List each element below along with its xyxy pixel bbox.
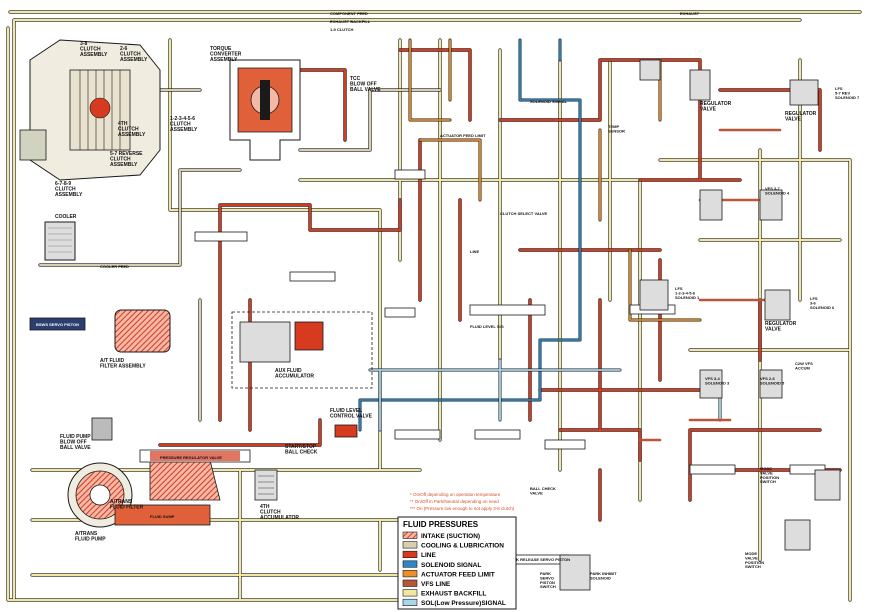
legend-swatch-vfs xyxy=(402,579,418,587)
label-solenoid-signal: SOLENOID SIGNAL xyxy=(530,99,568,104)
legend-swatch-exhaust xyxy=(402,589,418,597)
at-fluid-filter xyxy=(114,309,171,353)
footnotes: * On/Off depending on operation temperat… xyxy=(410,492,515,511)
fluid-level-control-valve xyxy=(334,424,358,438)
passage-labels: COMPONENT FEED EXHAUST BACKFILL EXHAUST … xyxy=(100,11,700,329)
components xyxy=(19,39,841,591)
legend-swatch-actuator xyxy=(402,570,418,578)
label-actuator-feed: ACTUATOR FEED LIMIT xyxy=(440,133,486,138)
valve-bodies xyxy=(194,169,826,565)
label-exhaust: EXHAUST xyxy=(680,11,700,16)
pump-blow-off-valve xyxy=(91,417,113,441)
label-exhaust-backfill: EXHAUST BACKFILL xyxy=(330,19,371,24)
label-component-feed: COMPONENT FEED xyxy=(330,11,368,16)
bsws-servo-piston xyxy=(29,317,86,331)
aux-fluid-accumulator-box xyxy=(231,311,373,389)
actuator-fill xyxy=(409,39,701,321)
cooling-fill xyxy=(39,89,441,421)
legend-swatch-sol_low xyxy=(402,598,418,607)
line-fill xyxy=(158,48,842,522)
legend-swatch-cooling xyxy=(402,541,418,549)
label-cooler-feed: COOLER FEED xyxy=(100,264,129,269)
sol-low-fill xyxy=(369,359,721,431)
legend-swatch-line xyxy=(402,550,418,559)
clutch-pack-assembly xyxy=(19,39,161,181)
label-fluid-sump: FLUID SUMP xyxy=(150,514,175,519)
note-2: ** On/Off in Park/Neutral depending on n… xyxy=(410,499,499,504)
legend-box xyxy=(397,516,517,610)
fourth-clutch-accumulator xyxy=(254,469,278,501)
legend-label-line: LINE xyxy=(421,552,436,559)
legend-title: FLUID PRESSURES xyxy=(403,520,479,529)
solenoid-fill xyxy=(359,39,581,431)
fluid-passages xyxy=(6,10,862,602)
note-1: * On/Off depending on operation temperat… xyxy=(410,492,501,497)
fluid-pressures-legend: FLUID PRESSURES INTAKE (SUCTION) COOLING … xyxy=(397,516,517,610)
label-bsws-servo: BSWS SERVO PISTON xyxy=(36,322,79,327)
exhaust-backfill-fill xyxy=(7,11,861,601)
legend-label-solenoid: SOLENOID SIGNAL xyxy=(421,562,481,569)
note-3: *** On (Pressure low enough to not apply… xyxy=(410,506,515,511)
label-line: LINE xyxy=(470,249,479,254)
label-fluid-level-sig: FLUID LEVEL SIG xyxy=(470,324,504,329)
cooler xyxy=(44,221,76,261)
label-cooler: COOLER xyxy=(55,214,77,220)
legend-items: INTAKE (SUCTION) COOLING & LUBRICATION LIN… xyxy=(402,531,506,607)
legend-label-cooling: COOLING & LUBRICATION xyxy=(421,543,504,550)
atrans-fluid-filter-sump xyxy=(114,459,221,526)
pressure-regulator-valve xyxy=(139,449,251,463)
solenoid-bodies xyxy=(559,59,841,591)
label-1-9-clutch: 1-9 CLUTCH xyxy=(330,27,353,32)
vfs-passages xyxy=(638,128,782,442)
label-pressure-reg: PRESSURE REGULATOR VALVE xyxy=(160,455,222,460)
legend-label-vfs: VFS LINE xyxy=(421,581,451,588)
torque-converter xyxy=(229,59,301,161)
legend-label-exhaust: EXHAUST BACKFILL xyxy=(421,591,486,598)
label-park-release: PARK RELEASE SERVO PISTON xyxy=(508,557,570,562)
label-clutch-select: CLUTCH SELECT VALVE xyxy=(500,211,548,216)
legend-label-actuator: ACTUATOR FEED LIMIT xyxy=(421,571,495,578)
legend-swatch-intake xyxy=(402,531,418,539)
legend-label-sol_low: SOL(Low Pressure)SIGNAL xyxy=(421,600,506,607)
legend-swatch-solenoid xyxy=(402,560,418,568)
legend-label-intake: INTAKE (SUCTION) xyxy=(421,533,480,540)
